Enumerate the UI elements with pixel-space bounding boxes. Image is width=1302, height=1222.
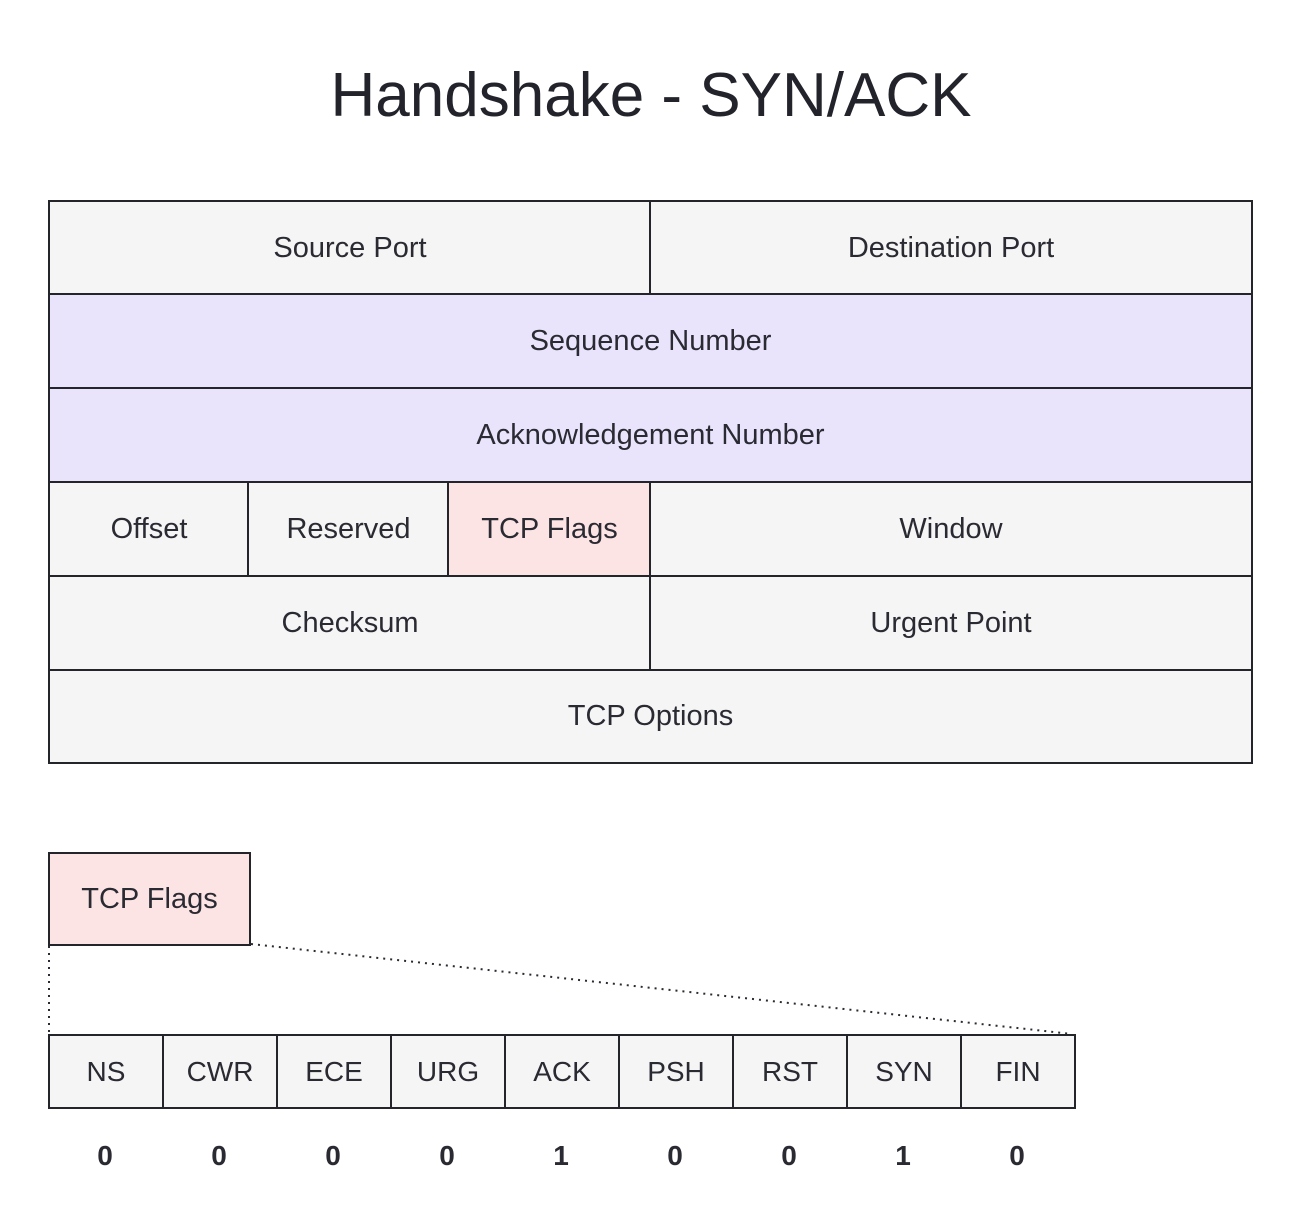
flag-cell-ns: NS [48,1034,164,1109]
sequence-number-field: Sequence Number [48,293,1253,389]
flag-cell-fin: FIN [960,1034,1076,1109]
flag-cell-syn: SYN [846,1034,962,1109]
flag-value-rst: 0 [781,1140,797,1171]
window-field: Window [649,481,1253,577]
checksum-field: Checksum [48,575,652,671]
flag-value-ns: 0 [97,1140,113,1171]
connector-right-line [250,943,1073,1035]
flag-value-syn: 1 [895,1140,911,1171]
tcp-flags-detail-box: TCP Flags [48,852,251,946]
flag-value-ece: 0 [325,1140,341,1171]
flag-cell-psh: PSH [618,1034,734,1109]
flag-cell-urg: URG [390,1034,506,1109]
acknowledgement-number-field: Acknowledgement Number [48,387,1253,483]
flag-value-fin: 0 [1009,1140,1025,1171]
flag-value-psh: 0 [667,1140,683,1171]
source-port-field: Source Port [48,200,652,296]
flag-cell-ece: ECE [276,1034,392,1109]
urgent-point-field: Urgent Point [649,575,1253,671]
offset-field: Offset [48,481,250,577]
flag-value-urg: 0 [439,1140,455,1171]
flag-cell-rst: RST [732,1034,848,1109]
diagram-title: Handshake - SYN/ACK [330,61,972,130]
reserved-field: Reserved [247,481,450,577]
destination-port-field: Destination Port [649,200,1253,296]
flag-cell-cwr: CWR [162,1034,278,1109]
flag-cell-ack: ACK [504,1034,620,1109]
tcp-flags-field: TCP Flags [447,481,652,577]
flag-value-ack: 1 [553,1140,569,1171]
tcp-options-field: TCP Options [48,669,1253,764]
flag-value-cwr: 0 [211,1140,227,1171]
